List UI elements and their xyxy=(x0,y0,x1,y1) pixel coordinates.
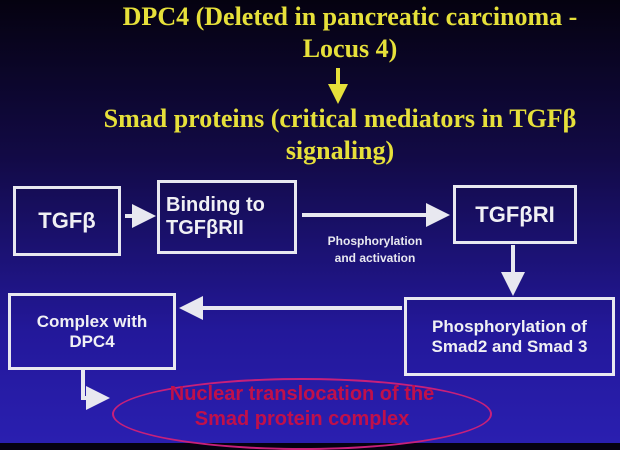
node-tgfbri: TGFβRI xyxy=(453,185,577,244)
node-binding-line1: Binding to xyxy=(166,194,265,216)
node-binding-tgfbrii: Binding to TGFβRII xyxy=(157,180,297,254)
edge-label-line2: and activation xyxy=(334,251,416,266)
node-tgfb-label: TGFβ xyxy=(38,208,96,234)
arrow-complex-to-nuclear xyxy=(81,370,110,410)
node-complex-dpc4: Complex with DPC4 xyxy=(8,293,176,370)
edge-label-line1: Phosphorylation xyxy=(327,234,423,248)
node-phospho-line2: Smad2 and Smad 3 xyxy=(431,336,588,356)
node-nuclear-translocation: Nuclear translocation of the Smad protei… xyxy=(112,382,492,432)
node-phospho-line1: Phosphorylation of xyxy=(432,316,587,336)
node-nuclear-line2: Smad protein complex xyxy=(194,408,410,430)
title-line-1: DPC4 (Deleted in pancreatic carcinoma - xyxy=(122,2,578,31)
node-binding-line2: TGFβRII xyxy=(166,217,244,239)
node-complex-line1: Complex with xyxy=(36,311,148,331)
edge-label-phosphorylation-activation: Phosphorylation and activation xyxy=(305,233,445,268)
title-line-2: Locus 4) xyxy=(302,34,398,63)
node-tgfb: TGFβ xyxy=(13,186,121,256)
node-phosphorylation-smad: Phosphorylation of Smad2 and Smad 3 xyxy=(404,297,615,376)
node-complex-line2: DPC4 xyxy=(69,331,115,351)
node-tgfbri-label: TGFβRI xyxy=(475,201,555,227)
title-line-4: signaling) xyxy=(285,136,395,165)
title-line-3: Smad proteins (critical mediators in TGF… xyxy=(103,104,577,133)
node-nuclear-line1: Nuclear translocation of the xyxy=(169,383,435,405)
